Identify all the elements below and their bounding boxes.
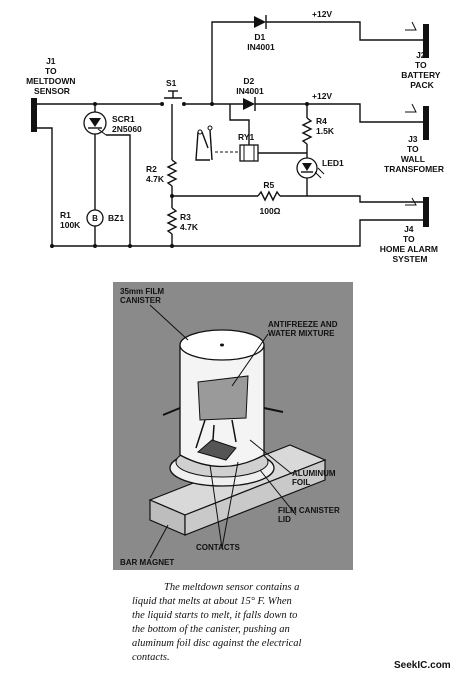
antifreeze-liquid	[197, 375, 249, 421]
label-bar-magnet: BAR MAGNET	[120, 558, 174, 567]
diode-d2	[243, 97, 256, 111]
label-j3: J3 TO WALL TRANSFOMER	[384, 134, 444, 174]
label-j4: J4 TO HOME ALARM SYSTEM	[380, 224, 441, 264]
led-led1	[296, 157, 325, 179]
label-antifreeze: ANTIFREEZE AND WATER MIXTURE	[268, 320, 340, 338]
label-canister-lid: FILM CANISTER LID	[278, 506, 342, 524]
svg-text:B: B	[92, 214, 98, 223]
relay-ry1	[195, 125, 259, 162]
label-led1: LED1	[322, 158, 344, 168]
label-scr1: SCR1 2N5060	[112, 114, 142, 134]
label-r2: R2 4.7K	[146, 164, 165, 184]
jack-j1	[31, 98, 37, 132]
jack-j2	[423, 24, 429, 58]
diode-d1	[254, 15, 267, 29]
label-j2: J2 TO BATTERY PACK	[401, 50, 442, 90]
label-r3: R3 4.7K	[180, 212, 199, 232]
label-ry1: RY1	[238, 132, 254, 142]
switch-s1	[160, 90, 186, 106]
label-d2: D2 IN4001	[236, 76, 264, 96]
label-bz1: BZ1	[108, 213, 124, 223]
label-aluminum-foil: ALUMINUM FOIL	[292, 469, 338, 487]
label-s1: S1	[166, 78, 177, 88]
label-j1: J1 TO MELTDOWN SENSOR	[26, 56, 78, 96]
label-v12-top: +12V	[312, 9, 332, 19]
label-r4: R4 1.5K	[316, 116, 335, 136]
label-r5: R5 100Ω	[260, 180, 281, 216]
jack-j4	[423, 197, 429, 227]
label-r1: R1 100K	[60, 210, 81, 230]
label-contacts: CONTACTS	[196, 543, 241, 552]
watermark: SeekIC.com	[394, 660, 451, 671]
schematic: B	[26, 9, 444, 264]
scr-scr1	[83, 111, 107, 136]
label-v12-mid: +12V	[312, 91, 332, 101]
illustration-panel: 35mm FILM CANISTER ANTIFREEZE AND WATER …	[113, 282, 353, 570]
label-d1: D1 IN4001	[247, 32, 275, 52]
buzzer-bz1: B	[86, 209, 104, 227]
label-film-canister: 35mm FILM CANISTER	[120, 287, 166, 305]
caption: The meltdown sensor contains a liquid th…	[132, 582, 304, 663]
jack-j3	[423, 106, 429, 140]
